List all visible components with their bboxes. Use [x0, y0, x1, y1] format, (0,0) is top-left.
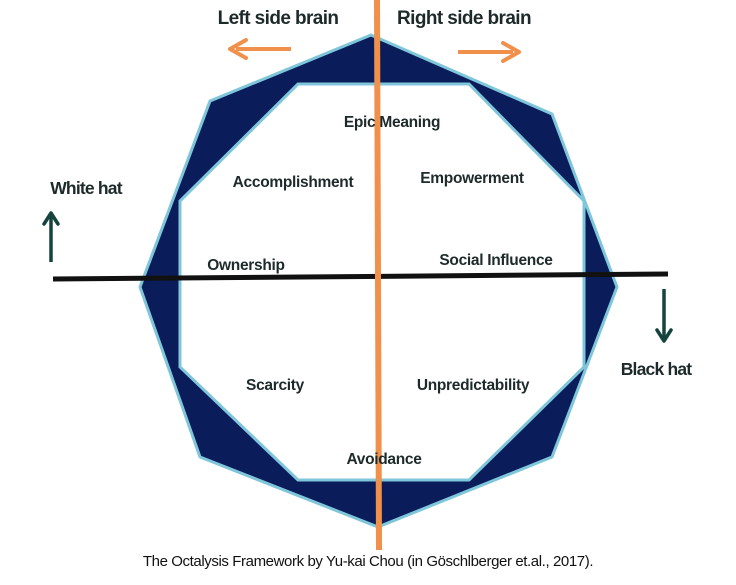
- right-side-brain-label: Right side brain: [397, 8, 531, 29]
- drive-ownership: Ownership: [207, 257, 284, 274]
- up-arrow-icon: [42, 211, 60, 262]
- figure-caption: The Octalysis Framework by Yu-kai Chou (…: [142, 553, 594, 570]
- drive-empowerment: Empowerment: [420, 170, 524, 187]
- drive-unpredictability: Unpredictability: [417, 377, 530, 394]
- inner-octagon: [178, 82, 586, 482]
- black-hat-label: Black hat: [621, 359, 693, 379]
- drive-social-influence: Social Influence: [439, 252, 553, 269]
- horizontal-axis: [52, 271, 669, 282]
- vertical-axis: [374, 0, 382, 551]
- down-arrow-icon: [655, 289, 673, 343]
- drive-scarcity: Scarcity: [246, 377, 305, 394]
- drive-epic-meaning: Epic Meaning: [344, 114, 440, 131]
- drive-avoidance: Avoidance: [346, 451, 422, 468]
- drive-accomplishment: Accomplishment: [233, 174, 354, 191]
- left-side-brain-label: Left side brain: [218, 8, 339, 29]
- white-hat-label: White hat: [50, 178, 123, 198]
- right-arrow-icon: [458, 41, 521, 63]
- left-arrow-icon: [228, 38, 291, 60]
